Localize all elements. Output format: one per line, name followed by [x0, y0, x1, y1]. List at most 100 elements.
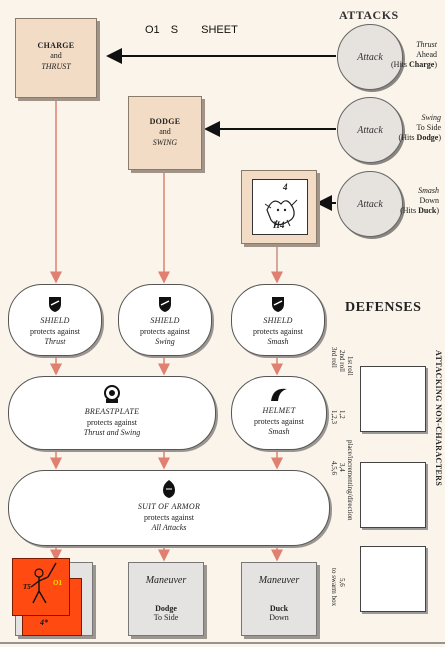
maneuver-label: Maneuver: [145, 575, 187, 586]
attack-desc-hits: (Hits: [400, 206, 419, 215]
shield-icon: [159, 297, 171, 312]
sidebar-roll3: 3rd roll: [330, 347, 338, 368]
suit-of-armor-defense: SUIT OF ARMOR protects against All Attac…: [8, 470, 330, 546]
maneuver-label: Maneuver: [258, 575, 300, 586]
helmet-title: HELMET: [262, 406, 296, 416]
shield-smash: SHIELD protects against Smash: [231, 284, 325, 356]
sidebar-title: ATTACKING NON-CHARACTERS: [434, 350, 443, 487]
shield-swing: SHIELD protects against Swing: [118, 284, 212, 356]
attack-label: Attack: [357, 198, 383, 210]
attack-label: Attack: [357, 124, 383, 136]
shield-icon: [272, 297, 284, 312]
shield-text: protects against: [140, 326, 190, 336]
swordsman-icon: [30, 562, 57, 604]
sidebar-r34: 3,4: [338, 463, 346, 472]
npc-box-2[interactable]: [360, 462, 426, 528]
attack-desc-target: Charge: [409, 60, 435, 69]
sidebar-r123: 1,2,3: [330, 410, 338, 424]
shield-attack: Smash: [267, 337, 289, 347]
shield-title: SHIELD: [263, 316, 293, 326]
header-tag-2: S: [170, 24, 179, 36]
attacks-title: ATTACKS: [339, 8, 399, 22]
attack-desc-line1: Swing: [421, 113, 441, 122]
helmet-defense: HELMET protects against Smash: [231, 376, 327, 450]
sidebar-square: to swarm box: [330, 568, 338, 607]
sheet-header: O1 S SHEET: [145, 24, 238, 36]
attack-swing-circle[interactable]: Attack: [337, 97, 403, 163]
character-counter-t2: O1: [53, 579, 62, 587]
helmet-text: protects against: [254, 416, 304, 426]
sidebar-roll1: 1st roll: [346, 356, 354, 376]
attack-smash-desc: Smash Down (Hits Duck): [389, 186, 439, 216]
maneuver-line1: Duck: [269, 604, 289, 613]
monster-counter[interactable]: 4 H4: [252, 179, 308, 235]
breastplate-defense: BREASTPLATE protects against Thrust and …: [8, 376, 216, 450]
attack-desc-line2: Down: [419, 196, 439, 205]
sidebar-r56: 5,6: [338, 578, 346, 587]
breastplate-text: protects against: [87, 417, 137, 427]
counter-bottom: H4: [273, 220, 285, 230]
attack-desc-line2: To Side: [416, 123, 441, 132]
shield-attack: Swing: [155, 337, 175, 347]
defenses-title: DEFENSES: [345, 300, 422, 315]
armor-icon: [163, 480, 175, 498]
attack-smash-circle[interactable]: Attack: [337, 171, 403, 237]
npc-box-3[interactable]: [360, 546, 426, 612]
attack-desc-close: ): [434, 60, 437, 69]
attack-desc-line1: Smash: [418, 186, 439, 195]
duck-smash-box: 4 H4: [241, 170, 317, 244]
sidebar-place: place/incrementing/direction: [346, 440, 354, 521]
maneuver-line2: To Side: [153, 613, 179, 622]
box-line2: THRUST: [41, 61, 71, 71]
charge-thrust-box: CHARGE and THRUST: [15, 18, 97, 98]
attack-thrust-desc: Thrust Ahead (Hits Charge): [387, 40, 437, 70]
box-line1: DODGE: [149, 117, 181, 126]
shield-icon: [49, 297, 61, 312]
armor-title: SUIT OF ARMOR: [137, 502, 201, 512]
attack-desc-close: ): [438, 133, 441, 142]
shield-title: SHIELD: [150, 316, 180, 326]
box-and: and: [50, 51, 62, 61]
shield-thrust: SHIELD protects against Thrust: [8, 284, 102, 356]
armor-text: protects against: [144, 512, 194, 522]
shield-title: SHIELD: [40, 316, 70, 326]
attack-desc-line1: Thrust: [416, 40, 437, 49]
attack-desc-target: Duck: [418, 206, 437, 215]
counter-top: 4: [283, 182, 288, 192]
character-counter-t3: 4*: [40, 618, 48, 627]
maneuver-duck-box[interactable]: Maneuver Duck Down: [241, 562, 317, 636]
shield-text: protects against: [30, 326, 80, 336]
sidebar-r456: 4,5,6: [330, 461, 338, 475]
attack-desc-close: ): [436, 206, 439, 215]
maneuver-dodge-box[interactable]: Maneuver Dodge To Side: [128, 562, 204, 636]
character-counter[interactable]: T5 O1: [12, 558, 70, 616]
shield-text: protects against: [253, 326, 303, 336]
box-line2: SWING: [152, 137, 178, 147]
attack-thrust-circle[interactable]: Attack: [337, 24, 403, 90]
sidebar-r12: 1,2: [338, 410, 346, 419]
breastplate-attack: Thrust and Swing: [83, 428, 141, 438]
maneuver-line2: Down: [269, 613, 289, 622]
attack-desc-line2: Ahead: [416, 50, 437, 59]
box-line1: CHARGE: [37, 41, 75, 50]
creature-icon: [264, 199, 298, 227]
attack-swing-desc: Swing To Side (Hits Dodge): [387, 113, 441, 143]
attack-label: Attack: [357, 51, 383, 63]
helmet-attack: Smash: [268, 427, 290, 437]
header-sheet: SHEET: [201, 24, 238, 36]
attack-desc-target: Dodge: [416, 133, 439, 142]
breastplate-icon: [104, 385, 120, 403]
character-counter-t1: T5: [23, 583, 31, 591]
sidebar-roll2: 2nd roll: [338, 350, 346, 372]
attack-desc-hits: (Hits: [398, 133, 417, 142]
npc-box-1[interactable]: [360, 366, 426, 432]
shield-attack: Thrust: [44, 337, 66, 347]
box-and: and: [159, 127, 171, 137]
header-tag-1: O1: [145, 24, 160, 36]
helmet-icon: [271, 388, 287, 401]
maneuver-line1: Dodge: [155, 604, 177, 613]
attack-desc-hits: (Hits: [391, 60, 409, 69]
dodge-swing-box: DODGE and SWING: [128, 96, 202, 170]
breastplate-title: BREASTPLATE: [84, 407, 140, 417]
